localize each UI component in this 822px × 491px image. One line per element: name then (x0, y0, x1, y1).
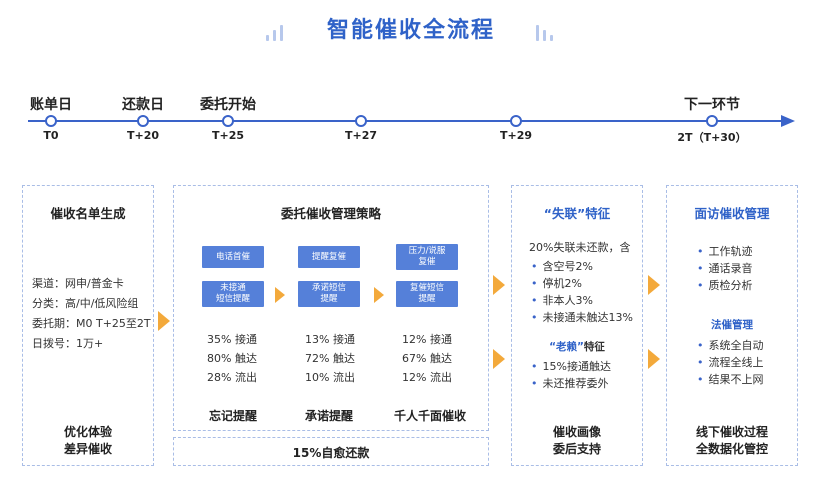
stat-line: 13% 接通 (305, 333, 355, 346)
lost-contact-summary: 催收画像 委后支持 (512, 424, 642, 458)
timeline-top-label: 委托开始 (200, 97, 256, 113)
timeline-top-label: 下一环节 (684, 97, 740, 113)
strategy-panel: 委托催收管理策略 电话首催 未接通 短信提醒 35% 接通 80% 触达 28%… (173, 185, 489, 431)
stat-line: 12% 接通 (402, 333, 452, 346)
detail-line: 分类：高/中/低风险组 (32, 297, 139, 310)
lost-contact-title: “失联”特征 (512, 203, 642, 222)
step-arrow (374, 287, 384, 303)
list-item: 工作轨迹 (697, 243, 753, 260)
list-item: 质检分析 (697, 277, 753, 294)
list-item: 通话录音 (697, 260, 753, 277)
visit-list: 工作轨迹 通话录音 质检分析 (697, 243, 753, 294)
strategy-title: 委托催收管理策略 (280, 206, 381, 221)
flow-arrow (158, 311, 170, 331)
stat-line: 72% 触达 (305, 352, 355, 365)
strategy-stats: 13% 接通 72% 触达 10% 流出 (305, 330, 355, 387)
strategy-step-button: 电话首催 (202, 246, 264, 268)
flow-arrow (648, 275, 660, 295)
stat-line: 67% 触达 (402, 352, 452, 365)
timeline-top-label: 账单日 (30, 97, 72, 113)
deadbeat-list: 15%接通触达 未还推荐委外 (531, 358, 611, 392)
title-rest: 特征 (585, 206, 611, 221)
summary-line: 线下催收过程 (695, 425, 768, 439)
timeline-top-label: 还款日 (122, 97, 164, 113)
strategy-step-button: 提醒复催 (298, 246, 360, 268)
strategy-label: 千人千面催收 (393, 409, 467, 423)
strategy-step-button: 复催短信 提醒 (396, 281, 458, 307)
list-generation-title: 催收名单生成 (50, 206, 126, 221)
title-decoration-right (536, 22, 557, 41)
list-item: 系统全自动 (697, 337, 764, 354)
timeline-axis (28, 120, 783, 122)
lost-contact-intro: 20%失联未还款，含 (529, 241, 631, 254)
lost-contact-panel: “失联”特征 20%失联未还款，含 含空号2% 停机2% 非本人3% 未接通未触… (511, 185, 643, 466)
timeline-bottom-label: T+27 (344, 129, 378, 142)
detail-line: 日拨号：1万+ (32, 337, 104, 350)
list-item: 结果不上网 (697, 371, 764, 388)
list-item: 含空号2% (531, 258, 633, 275)
visit-title: 面访催收管理 (694, 206, 770, 221)
list-item: 15%接通触达 (531, 358, 611, 375)
stat-line: 10% 流出 (305, 371, 355, 384)
summary-line: 优化体验 (63, 425, 112, 439)
deadbeat-subtitle: “老赖”特征 (512, 339, 642, 354)
detail-line: 委托期：M0 T+25至2T (32, 317, 151, 330)
subtitle-rest: 特征 (583, 341, 605, 353)
list-item: 未还推荐委外 (531, 375, 611, 392)
strategy-label: 忘记提醒 (208, 409, 258, 423)
stat-line: 80% 触达 (207, 352, 257, 365)
list-item: 流程全线上 (697, 354, 764, 371)
title-container: 智能催收全流程 (0, 12, 822, 44)
legal-subtitle: 法催管理 (711, 319, 753, 331)
legal-list: 系统全自动 流程全线上 结果不上网 (697, 337, 764, 388)
strategy-step-button: 承诺短信 提醒 (298, 281, 360, 307)
summary-line: 全数据化管控 (695, 442, 768, 456)
visit-summary: 线下催收过程 全数据化管控 (667, 424, 797, 458)
timeline-dot (706, 115, 718, 127)
summary-line: 催收画像 (552, 425, 601, 439)
summary-line: 委后支持 (552, 442, 601, 456)
stat-line: 35% 接通 (207, 333, 257, 346)
list-item: 未接通未触达13% (531, 309, 633, 326)
visit-panel: 面访催收管理 工作轨迹 通话录音 质检分析 法催管理 系统全自动 流程全线上 结… (666, 185, 798, 466)
detail-line: 渠道：网申/普金卡 (32, 277, 124, 290)
flow-arrow (493, 349, 505, 369)
list-item: 停机2% (531, 275, 633, 292)
self-cure-label: 15%自愈还款 (292, 446, 370, 460)
strategy-step-button: 未接通 短信提醒 (202, 281, 264, 307)
list-generation-summary: 优化体验 差异催收 (23, 424, 153, 458)
timeline-bottom-label: T+20 (126, 129, 160, 142)
timeline-bottom-label: 2T（T+30） (677, 131, 747, 144)
page-title: 智能催收全流程 (326, 18, 495, 43)
strategy-stats: 12% 接通 67% 触达 12% 流出 (402, 330, 452, 387)
strategy-stats: 35% 接通 80% 触达 28% 流出 (207, 330, 257, 387)
stat-line: 12% 流出 (402, 371, 452, 384)
subtitle-quote: “老赖” (549, 341, 584, 353)
lost-contact-list: 含空号2% 停机2% 非本人3% 未接通未触达13% (531, 258, 633, 326)
list-generation-panel: 催收名单生成 渠道：网申/普金卡 分类：高/中/低风险组 委托期：M0 T+25… (22, 185, 154, 466)
list-item: 非本人3% (531, 292, 633, 309)
summary-line: 差异催收 (63, 442, 112, 456)
flow-arrow (648, 349, 660, 369)
stat-line: 28% 流出 (207, 371, 257, 384)
timeline-bottom-label: T+25 (211, 129, 245, 142)
title-decoration-left (266, 22, 287, 41)
timeline-dot (45, 115, 57, 127)
timeline-dot (355, 115, 367, 127)
flow-arrow (493, 275, 505, 295)
list-generation-details: 渠道：网申/普金卡 分类：高/中/低风险组 委托期：M0 T+25至2T 日拨号… (32, 274, 151, 354)
title-quote: “失联” (543, 206, 586, 221)
timeline-bottom-label: T0 (43, 129, 59, 142)
step-arrow (275, 287, 285, 303)
strategy-label: 承诺提醒 (304, 409, 354, 423)
timeline-dot (510, 115, 522, 127)
timeline-arrow-head (781, 115, 795, 127)
timeline-bottom-label: T+29 (499, 129, 533, 142)
timeline-dot (137, 115, 149, 127)
strategy-step-button: 压力/说服 复催 (396, 244, 458, 270)
timeline-dot (222, 115, 234, 127)
self-cure-footer: 15%自愈还款 (173, 437, 489, 466)
